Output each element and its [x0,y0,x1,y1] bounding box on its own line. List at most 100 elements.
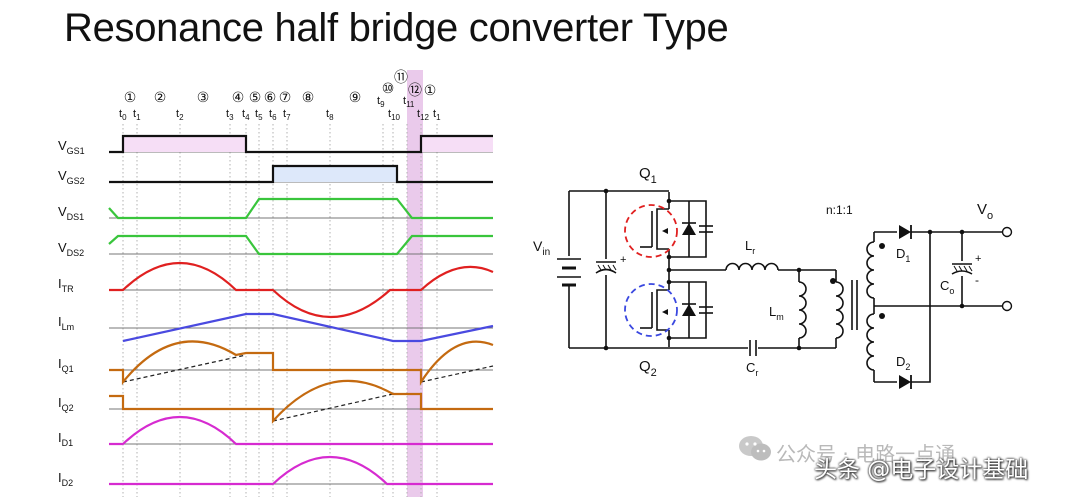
cap-hatch [612,264,617,271]
junction-dot [603,345,609,351]
q2-bypass [669,281,707,339]
time-label: t4 [242,108,250,122]
time-label: t2 [176,108,184,122]
cap-hatch [597,264,602,271]
time-label: t5 [255,108,263,122]
time-label: t3 [226,108,234,122]
q1-body-diode [682,223,696,235]
junction-dot [666,335,672,341]
plus-sign: + [620,254,626,266]
interval-marker: ② [154,90,167,106]
iq2-waveform [109,379,493,424]
time-label: t1 [433,108,441,122]
vgs1-waveform [109,134,493,154]
cap-hatch [607,264,612,271]
vin-label: Vin [533,238,550,258]
ilm-waveform [122,312,494,343]
output-return [911,232,931,383]
signal-label-lm: ILm [58,314,74,332]
vds2-waveform [108,234,493,256]
vo-label: Vo [977,201,993,222]
q1-highlight-circle [624,204,678,258]
time-label: t12 [417,108,430,122]
vo-terminal [1001,300,1013,312]
cap-hatch [963,265,968,272]
plus-sign: + [975,253,981,265]
interval-marker: ⑤ [249,90,262,106]
junction-dot [666,279,672,285]
vgs2-waveform [109,164,493,184]
signal-label-d2: ID2 [58,470,73,488]
interval-marker: ⑪ [394,70,408,86]
wechat-icon [739,436,771,461]
q1-arrow [662,228,668,234]
bulk-cap-plate [595,268,617,274]
interval-marker: ⑦ [279,90,292,106]
vo-terminal [1001,226,1013,238]
q1-channel [656,208,669,250]
primary-winding [835,281,844,339]
junction-dot [666,254,672,260]
interval-marker: ⑥ [264,90,277,106]
time-label: t10 [388,108,401,122]
time-label: t0 [119,108,127,122]
signal-label-ds2: VDS2 [58,240,84,258]
q1-bypass [669,200,707,258]
itr-waveform [109,261,494,318]
interval-marker: ① [124,90,137,106]
cap-hatch [602,264,607,271]
cap-hatch [968,265,973,272]
lr-inductor [725,262,779,271]
vds1-waveform [108,197,493,220]
cap-hatch [958,265,963,272]
d2-diode [899,375,911,389]
time-label: t1 [133,108,141,122]
primary-polarity-dot [830,278,836,284]
watermark-author: 头条 @电子设计基础 [814,457,1029,483]
junction-dot [927,229,933,235]
signal-label-gs1: VGS1 [58,138,85,156]
signal-label-gs2: VGS2 [58,168,85,186]
q1-label: Q1 [639,165,657,186]
d2-label: D2 [896,354,910,372]
secondary-polarity-dot [879,243,885,249]
d1-label: D1 [896,246,910,264]
id2-waveform [109,455,493,486]
lm-label: Lm [769,304,784,322]
lm-inductor [798,281,807,339]
co-label: Co [940,278,954,296]
interval-marker: ③ [197,90,210,106]
q2-body-diode [682,304,696,316]
interval-marker: ⑨ [349,90,362,106]
junction-dot [603,188,609,194]
secondary-polarity-dot [879,313,885,319]
vgs2-pulse-fill [273,166,397,182]
co-plate [951,270,973,275]
interval-marker: ④ [232,90,245,106]
secondary-winding-upper [866,241,875,299]
q2-arrow [662,309,668,315]
turns-ratio: n:1:1 [826,203,853,217]
q2-channel [656,289,669,331]
q2-highlight-circle [624,283,678,337]
signal-label-ds1: VDS1 [58,204,84,222]
time-label: t7 [283,108,291,122]
watermark-account: 公众号 · 电路一点通 [776,442,956,466]
d1-diode [899,225,911,239]
time-label: t9 [377,95,385,109]
id1-waveform [109,415,493,446]
dead-time-highlight [407,70,423,497]
cap-hatch [953,265,958,272]
signal-label-tr: ITR [58,276,74,294]
time-label: t8 [326,108,334,122]
vgs1-pulse-fill [123,136,246,152]
interval-marker: ⑩ [382,81,395,97]
interval-marker: ① [424,83,437,99]
slide-title: Resonance half bridge converter Type [64,6,729,50]
q2-label: Q2 [639,358,657,379]
signal-label-q1: IQ1 [58,356,74,374]
vgs1-pulse-fill [421,136,493,152]
